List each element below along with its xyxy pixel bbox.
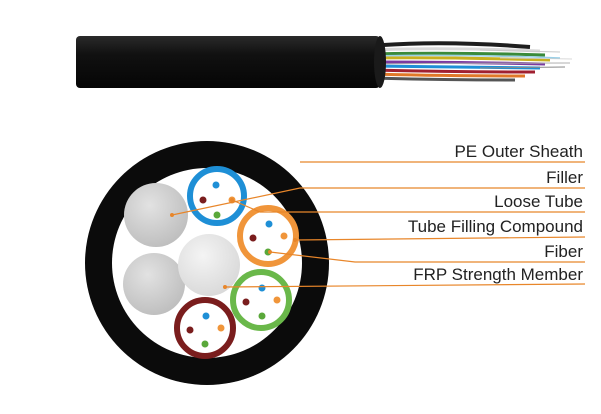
filler-rod	[123, 253, 185, 315]
label-fiber: Fiber	[544, 242, 583, 261]
exposed-tubes	[369, 41, 573, 82]
fiber	[280, 232, 288, 240]
filler-rod	[124, 183, 188, 247]
loose-tube-green	[230, 269, 292, 331]
leader-dot	[230, 198, 234, 202]
label-tube-filling-compound: Tube Filling Compound	[407, 217, 583, 236]
fiber	[202, 312, 210, 320]
label-frp-strength-member: FRP Strength Member	[413, 265, 583, 284]
frp-strength-member	[178, 234, 240, 296]
loose-tube-brown	[174, 297, 236, 359]
fiber	[213, 211, 221, 219]
label-pe-outer-sheath: PE Outer Sheath	[454, 142, 583, 161]
leader-dot	[170, 213, 174, 217]
outer-jacket	[76, 36, 380, 88]
label-loose-tube: Loose Tube	[494, 192, 583, 211]
leader-line-fiber	[269, 251, 585, 263]
leader-dot	[223, 285, 227, 289]
fiber	[217, 324, 225, 332]
cable-side-view	[76, 36, 573, 88]
fiber	[242, 298, 250, 306]
leader-lines	[171, 161, 586, 288]
leader-dot	[293, 238, 297, 242]
fiber	[201, 340, 209, 348]
leader-line-filling-compound	[294, 236, 586, 241]
loose-tube-blue	[187, 166, 247, 226]
leader-line-loose-tube	[231, 199, 585, 213]
loose-tube-orange	[237, 205, 299, 267]
fiber	[186, 326, 194, 334]
fiber	[273, 296, 281, 304]
leader-line-frp	[224, 283, 586, 288]
fiber	[249, 234, 257, 242]
fiber	[258, 284, 266, 292]
leader-dot	[268, 250, 272, 254]
leader-line-filler	[171, 187, 585, 216]
fiber	[265, 220, 273, 228]
label-filler: Filler	[546, 168, 583, 187]
fiber	[199, 196, 207, 204]
leader-dots	[170, 198, 297, 289]
fiber	[258, 312, 266, 320]
fiber	[212, 181, 220, 189]
cable-cross-section	[85, 141, 329, 385]
